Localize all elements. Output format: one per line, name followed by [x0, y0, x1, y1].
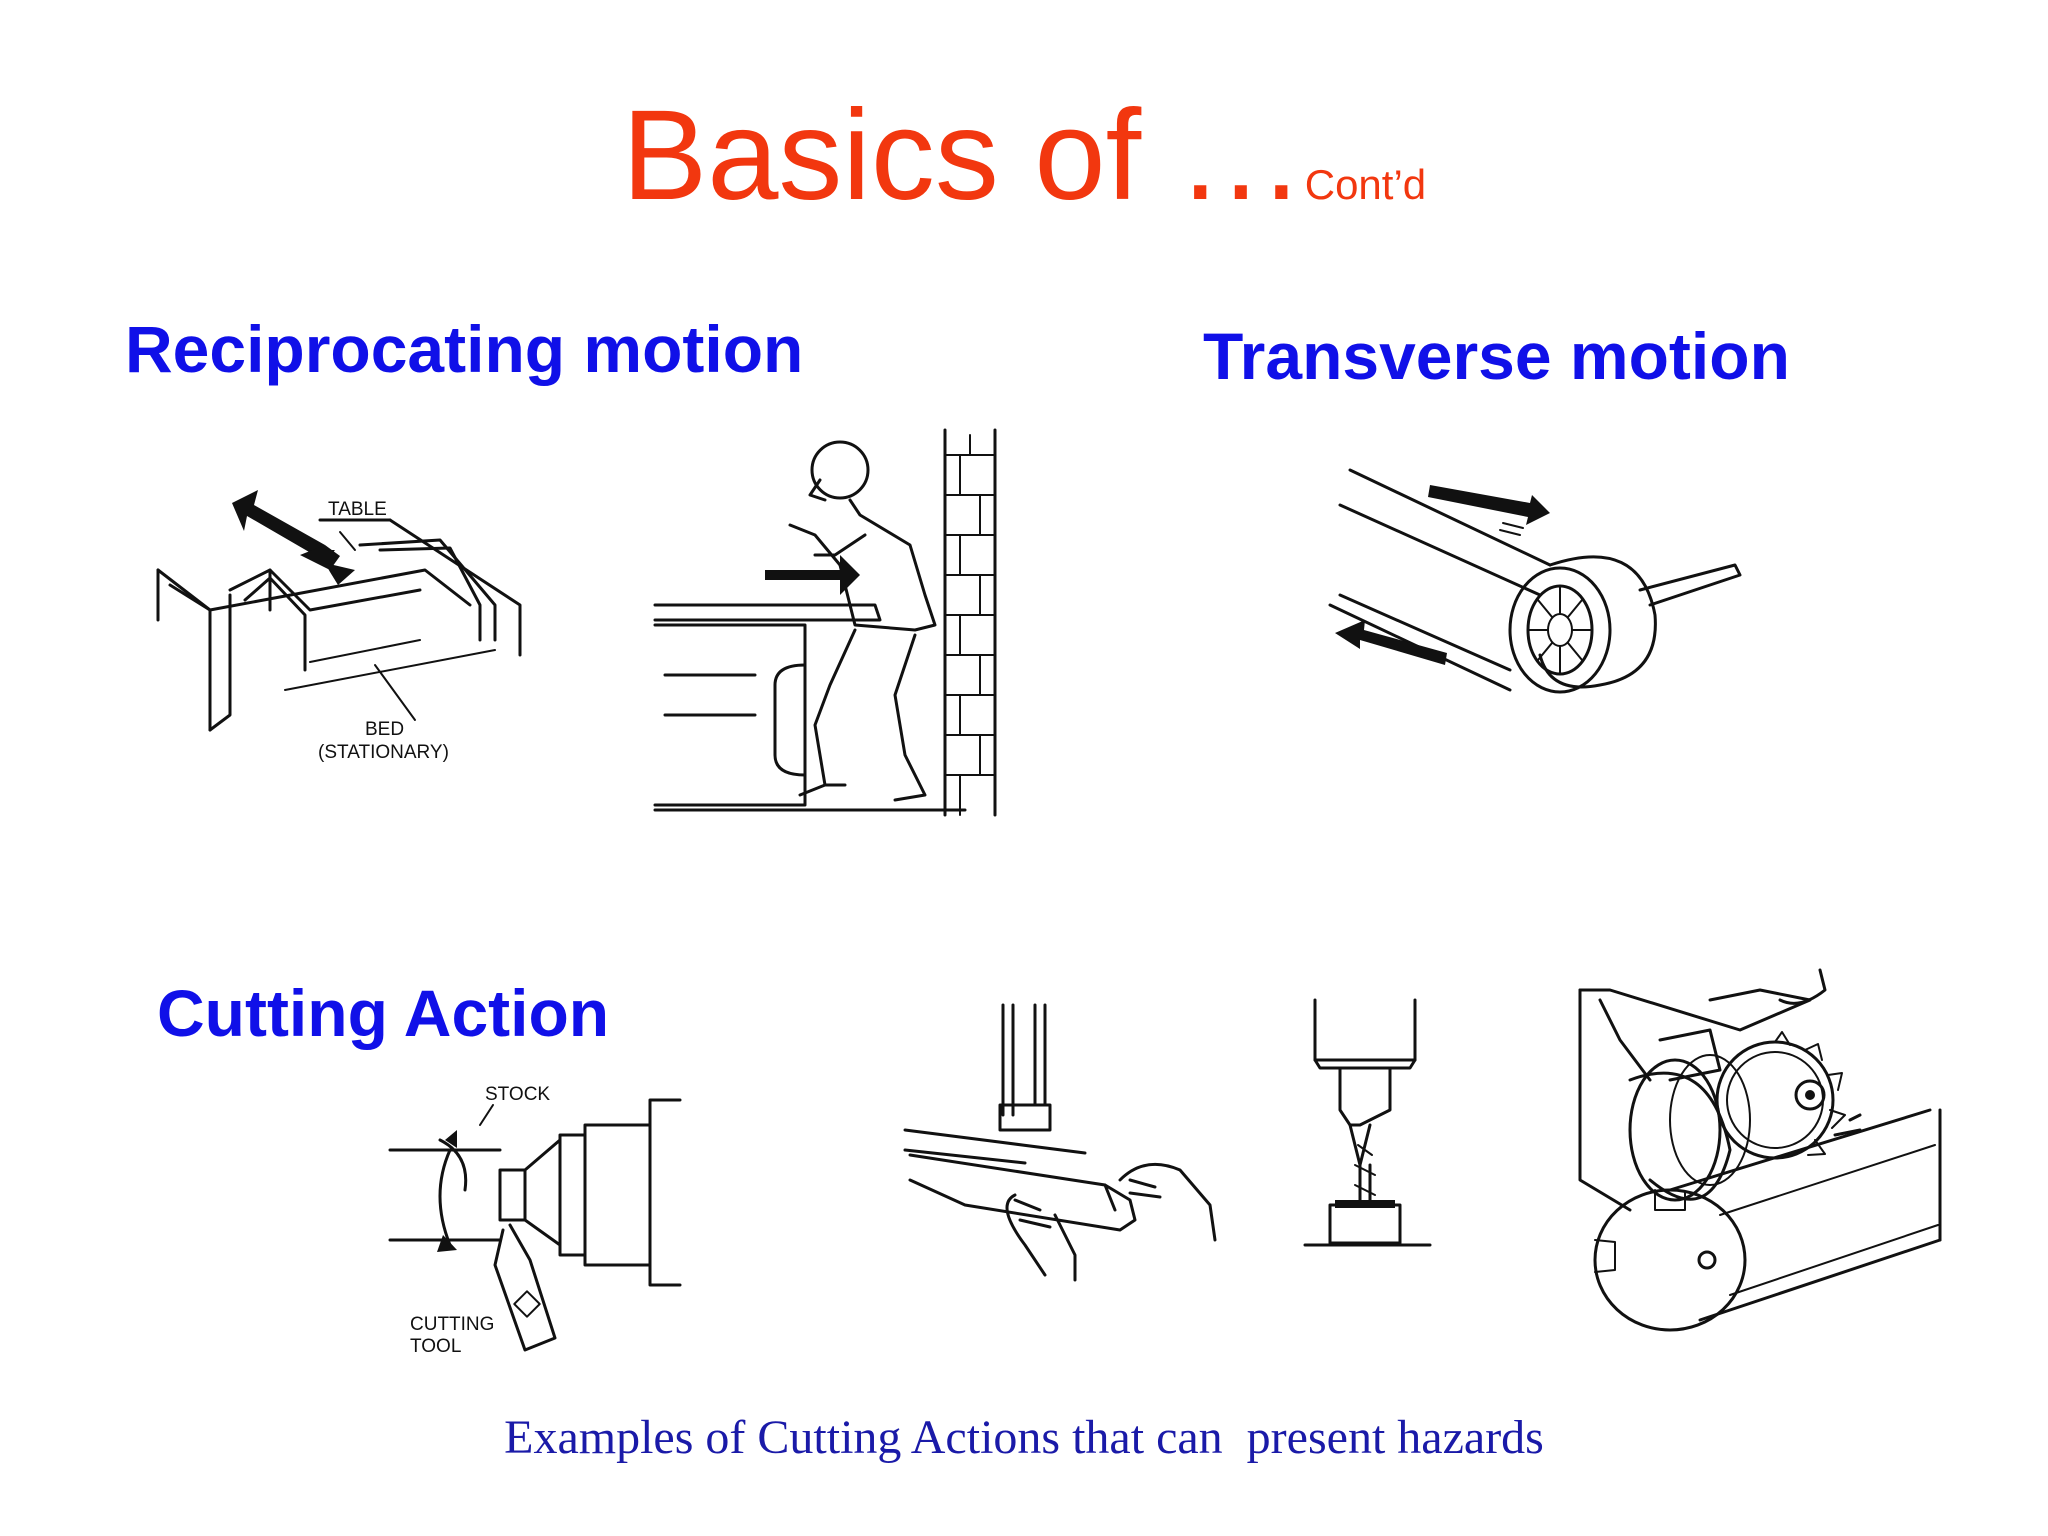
heading-reciprocating-motion: Reciprocating motion [125, 312, 804, 386]
cutting-bandsaw-hands-figure [903, 1003, 1217, 1282]
heading-cutting-action: Cutting Action [157, 976, 610, 1050]
heading-transverse-motion: Transverse motion [1203, 319, 1790, 393]
cutting-drill-figure [1303, 998, 1432, 1247]
saw-blade-icon [1715, 1031, 1846, 1160]
hand-icon [1118, 1162, 1217, 1242]
slide-caption: Examples of Cutting Actions that can pre… [504, 1411, 1544, 1464]
slide-title-main: Basics of … [621, 84, 1305, 227]
person-figure [788, 440, 937, 802]
reciprocating-table-bed-figure: TABLE BED (STATIONARY) [156, 490, 522, 763]
belt-direction-arrow-icon [1428, 485, 1550, 525]
slide-title: Basics of …Cont’d [0, 92, 2048, 220]
cutting-milling-figure [1578, 968, 1942, 1332]
belt-return-arrow-icon [1335, 620, 1447, 665]
label-table: TABLE [328, 499, 387, 520]
label-tool: TOOL [410, 1336, 461, 1357]
motion-arrow-icon [765, 555, 860, 595]
transverse-belt-pulley-figure [1328, 468, 1742, 694]
label-stationary: (STATIONARY) [318, 742, 449, 763]
drum-icon [1593, 1108, 1942, 1332]
motion-arrow-icon [232, 490, 355, 585]
hand-icon [1005, 1193, 1077, 1282]
label-cutting: CUTTING [410, 1314, 494, 1335]
rotation-arrow-icon [437, 1130, 468, 1252]
reciprocating-pinch-hazard-figure [653, 428, 997, 817]
label-bed: BED [365, 719, 404, 740]
cutting-lathe-figure: STOCK CUTTING TOOL [388, 1084, 682, 1357]
label-stock: STOCK [485, 1084, 550, 1105]
slide-title-sub: Cont’d [1304, 161, 1427, 208]
